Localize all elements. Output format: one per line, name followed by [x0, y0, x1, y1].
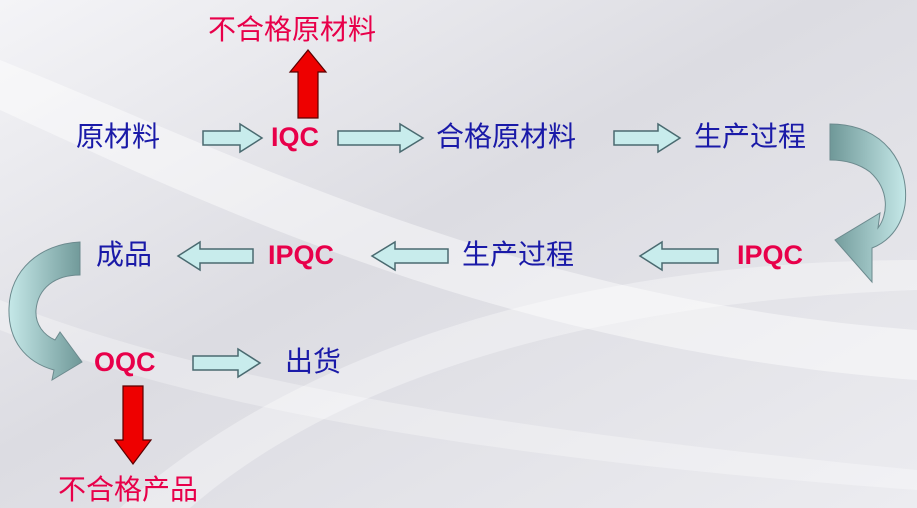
- iqc-node: IQC: [271, 122, 320, 152]
- u-turn-arrow-icon: [829, 123, 907, 284]
- red-arrow-down-icon: [113, 385, 153, 465]
- ipqc-node: IPQC: [737, 240, 804, 270]
- shipment-node: 出货: [285, 345, 342, 378]
- ipqc-node: IPQC: [268, 240, 335, 270]
- unqualified-product-label: 不合格产品: [58, 473, 199, 506]
- red-arrow-up-icon: [288, 49, 328, 119]
- block-arrow-left-icon: [370, 240, 449, 272]
- block-arrow-left-icon: [176, 240, 254, 272]
- production-process-node: 生产过程: [462, 238, 575, 271]
- block-arrow-right-icon: [337, 122, 425, 154]
- u-turn-arrow-icon: [8, 241, 83, 382]
- finished-product-node: 成品: [96, 238, 153, 271]
- block-arrow-left-icon: [638, 240, 719, 272]
- block-arrow-right-icon: [613, 122, 682, 154]
- raw-material-node: 原材料: [76, 120, 161, 153]
- production-process-node: 生产过程: [694, 120, 807, 153]
- block-arrow-right-icon: [192, 347, 262, 379]
- oqc-node: OQC: [94, 347, 156, 377]
- block-arrow-right-icon: [202, 122, 264, 154]
- qualified-raw-material-node: 合格原材料: [436, 120, 577, 153]
- unqualified-raw-material-label: 不合格原材料: [208, 13, 377, 46]
